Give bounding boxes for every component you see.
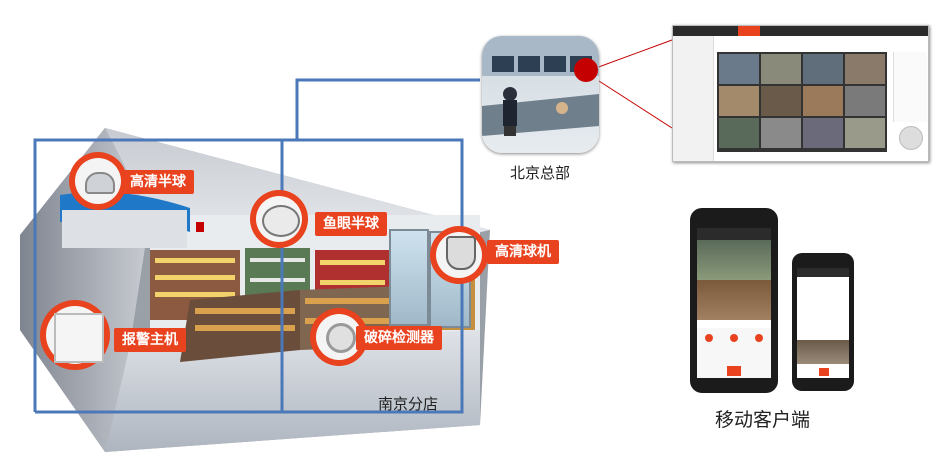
hq-caption: 北京总部 bbox=[510, 164, 571, 182]
mobile-caption: 移动客户端 bbox=[715, 409, 811, 431]
glass-break-label: 破碎检测器 bbox=[356, 326, 442, 350]
speed-dome-camera-icon bbox=[446, 236, 476, 270]
hd-dome-label: 高清半球 bbox=[122, 170, 194, 194]
phone-large bbox=[690, 208, 778, 393]
hd-speed-dome-label: 高清球机 bbox=[487, 240, 559, 264]
alarm-host-box-icon bbox=[54, 313, 104, 363]
hq-red-marker bbox=[574, 58, 598, 82]
branch-caption: 南京分店 bbox=[378, 395, 439, 413]
hd-dome-camera-icon bbox=[85, 172, 115, 194]
hq-control-room-photo bbox=[482, 36, 599, 153]
alarm-host-label: 报警主机 bbox=[114, 328, 186, 352]
glass-break-sensor-icon bbox=[326, 323, 356, 353]
phone-small bbox=[792, 253, 854, 391]
fisheye-camera-icon bbox=[262, 205, 300, 237]
platform-screenshot bbox=[672, 25, 929, 162]
fisheye-label: 鱼眼半球 bbox=[315, 212, 387, 236]
